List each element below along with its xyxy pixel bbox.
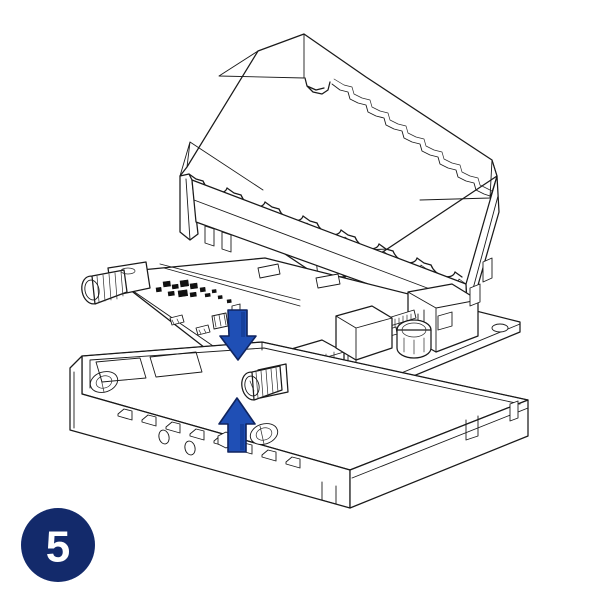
part-bottom-housing: [69, 341, 529, 509]
top-cover-rear-vent-strip-inner: [333, 78, 493, 192]
floor-pocket-left-2: [149, 351, 203, 378]
part-top-cover: [179, 33, 500, 323]
smd-part-b: [195, 324, 211, 336]
board-rear-clip: [257, 263, 281, 279]
floor-boss-a: [158, 429, 170, 445]
smd-cluster: [155, 279, 232, 304]
bottom-housing-right-wall-seam: [351, 407, 529, 479]
coax-board-top-hole: [120, 267, 136, 275]
coax-connector-housing: [241, 363, 289, 401]
top-cover-left-wall-seam: [179, 175, 191, 241]
smd-part-b-marks: [198, 328, 207, 335]
electrolytic-capacitor: [396, 319, 432, 359]
floor-pocket-left: [95, 357, 147, 383]
top-cover-right-wall-seam: [469, 195, 499, 301]
top-cover-tab-right-3: [482, 257, 493, 283]
jumper-block-pins: [213, 313, 227, 328]
floor-boss-b: [184, 440, 196, 456]
bottom-housing-front-wall-inner: [69, 367, 75, 431]
smd-part-a-marks: [171, 318, 180, 325]
top-cover-bevel-left: [179, 141, 264, 191]
board-rear-clip-2: [315, 273, 341, 289]
board-mounting-hole-right: [491, 323, 509, 333]
top-cover-tab-left: [204, 225, 215, 247]
module-block: [335, 305, 393, 361]
step-badge-circle: [21, 508, 95, 582]
bottom-housing-front-wall-top-seam: [81, 393, 351, 471]
top-cover-rear-vent-strip: [331, 83, 491, 197]
assembly-arrow-up: [218, 397, 256, 453]
top-cover-rear-edge: [491, 159, 498, 177]
step-badge: 5: [21, 508, 95, 582]
bottom-housing-rim: [81, 341, 529, 401]
coax-connector-board-thread: [81, 269, 128, 305]
board-rear-rail: [159, 263, 301, 307]
circuit-board-plate: [119, 257, 521, 399]
board-post-right: [469, 283, 481, 307]
bottom-housing-corner-post: [509, 400, 519, 422]
bottom-housing-right-notch: [465, 415, 479, 441]
top-cover-front-skirt-seam: [193, 199, 468, 304]
top-cover-latch-notch: [304, 77, 331, 95]
step-badge-number: 5: [46, 523, 70, 572]
assembly-arrow-down: [219, 309, 257, 361]
mounting-hole-front: [249, 423, 279, 445]
top-cover-tab-left-2: [221, 231, 232, 253]
top-cover-bevel-top: [218, 33, 305, 79]
bottom-housing-front-step: [321, 481, 337, 505]
